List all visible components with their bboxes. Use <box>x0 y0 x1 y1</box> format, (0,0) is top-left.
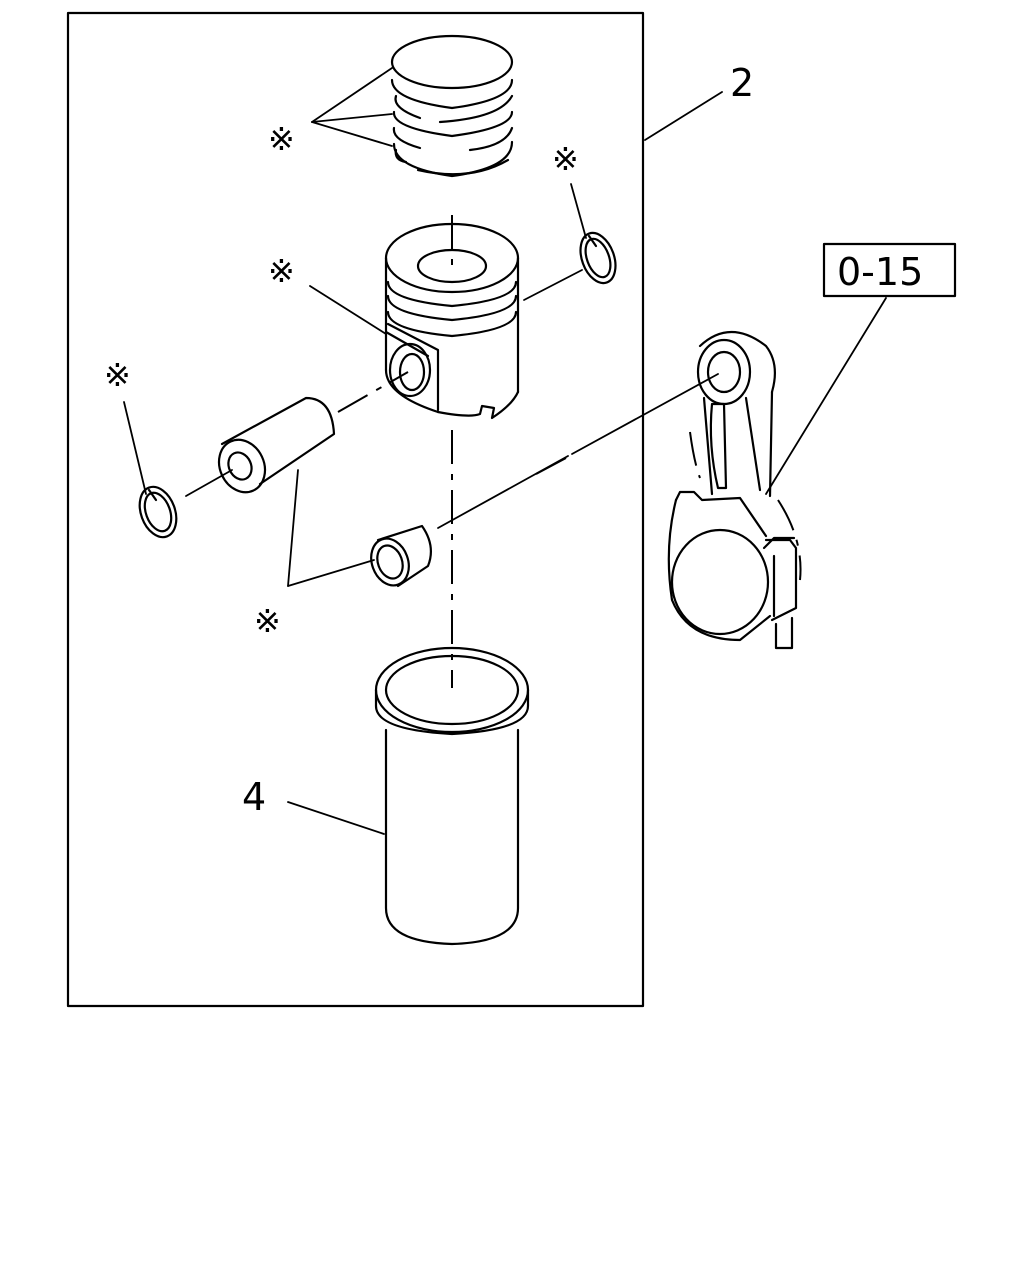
axis-pin-to-piston <box>337 371 409 413</box>
asterisk-rings: ※ <box>268 120 295 158</box>
leader-reference <box>765 297 887 495</box>
bushing <box>370 524 433 588</box>
snap-ring-right <box>579 231 617 285</box>
assembly-frame <box>66 11 645 1008</box>
leader-piston <box>309 285 387 335</box>
leader-bushing <box>287 559 375 587</box>
leader-rings-2 <box>311 113 393 123</box>
axis-rod-dash <box>535 457 567 475</box>
axis-rod-upper <box>571 373 719 455</box>
piston-pin <box>217 396 336 494</box>
leader-part-2 <box>644 91 723 141</box>
axis-line-left <box>185 469 233 497</box>
piston <box>384 222 520 420</box>
part-number-4: 4 <box>242 775 266 819</box>
leader-rings-1 <box>311 67 393 123</box>
leader-pin <box>287 469 299 587</box>
cylinder-liner <box>374 646 530 946</box>
asterisk-pin-bushing: ※ <box>254 602 281 640</box>
axis-line-right <box>523 269 583 301</box>
asterisk-snap-ring-right: ※ <box>552 140 579 178</box>
connecting-rod <box>667 331 802 650</box>
leader-snap-ring-left <box>123 401 147 495</box>
leader-rings-3 <box>311 121 393 147</box>
leader-part-4 <box>287 801 385 835</box>
leader-snap-ring-right <box>570 183 587 239</box>
piston-rings <box>390 34 514 178</box>
reference-box-label: 0-15 <box>837 250 923 294</box>
asterisk-snap-ring-left: ※ <box>104 356 131 394</box>
asterisk-piston: ※ <box>268 252 295 290</box>
reference-box <box>822 242 957 298</box>
snap-ring-left <box>138 485 178 539</box>
part-number-2: 2 <box>730 61 754 105</box>
